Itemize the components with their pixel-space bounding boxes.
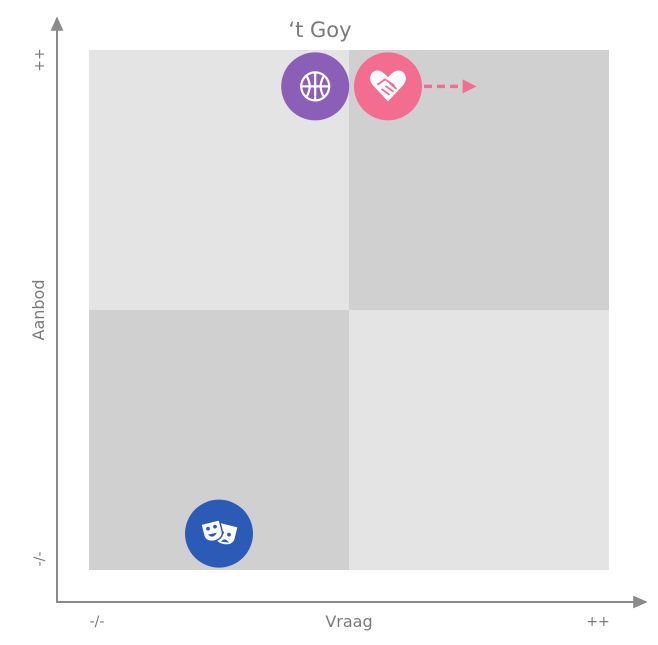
y-tick-high: ++ bbox=[32, 48, 48, 71]
data-point-heart-handshake bbox=[354, 52, 422, 121]
data-point-basketball bbox=[281, 52, 350, 121]
basketball-icon bbox=[300, 71, 331, 102]
y-axis-label: Aanbod bbox=[29, 280, 48, 341]
y-tick-low: -/- bbox=[32, 552, 48, 567]
chart-title: ‘t Goy bbox=[288, 18, 351, 42]
heart-handshake-icon bbox=[370, 70, 406, 102]
x-axis-label: Vraag bbox=[325, 612, 372, 631]
data-point-theater-masks bbox=[185, 499, 253, 568]
x-tick-high: ++ bbox=[586, 614, 609, 630]
x-tick-low: -/- bbox=[90, 614, 105, 630]
data-points bbox=[185, 52, 477, 568]
theater-masks-icon bbox=[199, 518, 238, 545]
quadrant-bottom-right bbox=[349, 310, 609, 570]
